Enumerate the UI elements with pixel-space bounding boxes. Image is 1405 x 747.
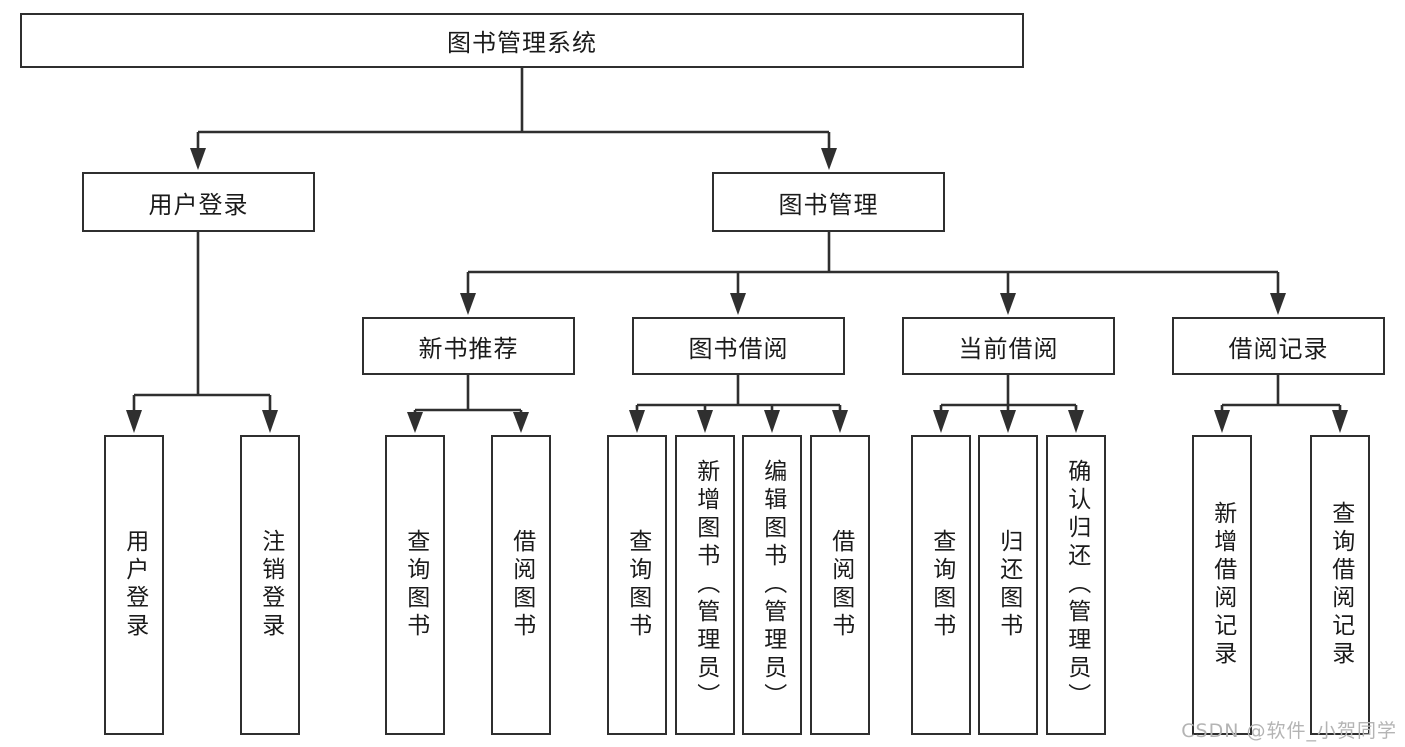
node-leaf-return-book-label: 归还图书	[995, 529, 1022, 641]
node-leaf-query-record[interactable]: 查询借阅记录	[1310, 435, 1370, 735]
arrow-root-userlogin	[190, 148, 206, 170]
node-leaf-user-login-label: 用户登录	[121, 529, 148, 641]
arrow-bookmgmt-c2	[730, 293, 746, 315]
arrow-bookmgmt-c1	[460, 293, 476, 315]
node-leaf-borrow-book-2-label: 借阅图书	[827, 529, 854, 641]
node-leaf-query-record-label: 查询借阅记录	[1327, 501, 1354, 669]
node-user-login[interactable]: 用户登录	[82, 172, 315, 232]
arrow-bookmgmt-c4	[1270, 293, 1286, 315]
node-leaf-return-book[interactable]: 归还图书	[978, 435, 1038, 735]
arrow-current-c3	[1068, 410, 1084, 433]
arrow-bookmgmt-c3	[1000, 293, 1016, 315]
node-leaf-query-book-3[interactable]: 查询图书	[911, 435, 971, 735]
node-leaf-add-record[interactable]: 新增借阅记录	[1192, 435, 1252, 735]
node-root[interactable]: 图书管理系统	[20, 13, 1024, 68]
arrow-borrow-c1	[629, 410, 645, 433]
node-leaf-logout-login-label: 注销登录	[257, 529, 284, 641]
node-leaf-confirm-return[interactable]: 确认归还（管理员）	[1046, 435, 1106, 735]
node-leaf-query-book-2[interactable]: 查询图书	[607, 435, 667, 735]
arrow-record-c1	[1214, 410, 1230, 433]
node-leaf-borrow-book-1[interactable]: 借阅图书	[491, 435, 551, 735]
node-new-book-recommend[interactable]: 新书推荐	[362, 317, 575, 375]
arrow-newbook-c1	[407, 412, 423, 433]
node-leaf-logout-login[interactable]: 注销登录	[240, 435, 300, 735]
arrow-current-c2	[1000, 410, 1016, 433]
node-book-borrow-label: 图书借阅	[688, 334, 789, 363]
node-leaf-add-record-label: 新增借阅记录	[1209, 501, 1236, 669]
arrow-newbook-c2	[513, 412, 529, 433]
node-leaf-edit-book[interactable]: 编辑图书（管理员）	[742, 435, 802, 735]
arrow-record-c2	[1332, 410, 1348, 433]
node-leaf-borrow-book-1-label: 借阅图书	[508, 529, 535, 641]
arrow-current-c1	[933, 410, 949, 433]
node-leaf-query-book-3-label: 查询图书	[928, 529, 955, 641]
node-leaf-add-book[interactable]: 新增图书（管理员）	[675, 435, 735, 735]
node-current-borrow[interactable]: 当前借阅	[902, 317, 1115, 375]
node-new-book-recommend-label: 新书推荐	[418, 334, 519, 363]
node-leaf-edit-book-label: 编辑图书（管理员）	[759, 459, 786, 711]
node-book-management[interactable]: 图书管理	[712, 172, 945, 232]
node-root-label: 图书管理系统	[447, 29, 597, 57]
node-leaf-query-book-1[interactable]: 查询图书	[385, 435, 445, 735]
node-book-borrow[interactable]: 图书借阅	[632, 317, 845, 375]
node-book-management-label: 图书管理	[778, 190, 879, 219]
arrow-borrow-c4	[832, 410, 848, 433]
node-current-borrow-label: 当前借阅	[958, 334, 1059, 363]
arrow-userlogin-c2	[262, 410, 278, 433]
node-leaf-query-book-1-label: 查询图书	[402, 529, 429, 641]
arrow-root-bookmgmt	[821, 148, 837, 170]
node-leaf-user-login[interactable]: 用户登录	[104, 435, 164, 735]
node-leaf-query-book-2-label: 查询图书	[624, 529, 651, 641]
node-leaf-borrow-book-2[interactable]: 借阅图书	[810, 435, 870, 735]
arrow-borrow-c3	[764, 410, 780, 433]
node-leaf-add-book-label: 新增图书（管理员）	[692, 459, 719, 711]
arrow-borrow-c2	[697, 410, 713, 433]
node-user-login-label: 用户登录	[148, 190, 249, 219]
node-borrow-record[interactable]: 借阅记录	[1172, 317, 1385, 375]
arrow-userlogin-c1	[126, 410, 142, 433]
node-borrow-record-label: 借阅记录	[1228, 334, 1329, 363]
node-leaf-confirm-return-label: 确认归还（管理员）	[1063, 459, 1090, 711]
